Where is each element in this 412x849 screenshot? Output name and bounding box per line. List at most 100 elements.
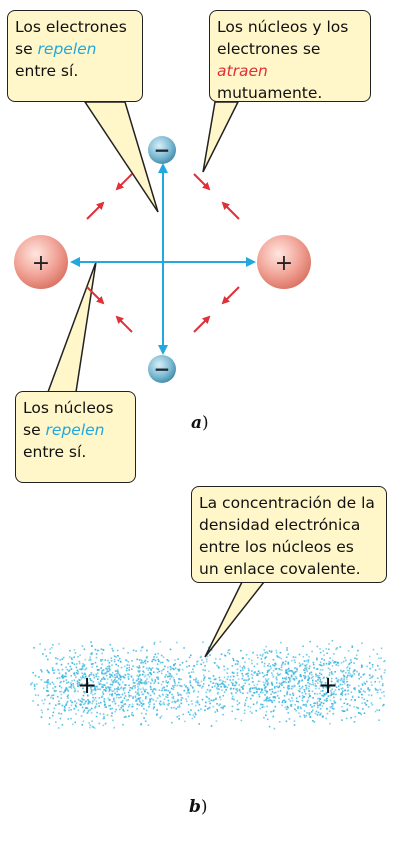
cloud-dot <box>319 704 321 707</box>
cloud-dot <box>138 681 140 683</box>
cloud-dot <box>70 709 72 711</box>
cloud-dot <box>192 687 194 689</box>
cloud-dot <box>178 718 180 720</box>
cloud-dot <box>232 682 234 685</box>
cloud-dot <box>265 710 268 713</box>
cloud-dot <box>202 685 204 688</box>
cloud-dot <box>383 671 386 674</box>
cloud-dot <box>88 684 90 686</box>
cloud-dot <box>232 657 234 660</box>
cloud-dot <box>88 685 90 687</box>
cloud-dot <box>331 659 334 662</box>
cloud-dot <box>59 681 62 684</box>
cloud-dot <box>173 679 175 681</box>
cloud-dot <box>138 700 141 702</box>
cloud-dot <box>352 671 355 673</box>
cloud-dot <box>139 701 142 704</box>
cloud-dot <box>360 666 363 669</box>
cloud-dot <box>193 678 195 681</box>
cloud-dot <box>127 699 130 701</box>
cloud-dot <box>100 660 102 662</box>
cloud-dot <box>379 697 382 700</box>
cloud-dot <box>130 695 132 697</box>
cloud-dot <box>253 687 256 689</box>
cloud-dot <box>298 685 301 688</box>
cloud-dot <box>115 696 118 699</box>
cloud-dot <box>168 702 170 705</box>
cloud-dot <box>233 698 235 701</box>
cloud-dot <box>312 676 314 678</box>
cloud-dot <box>378 709 381 712</box>
cloud-dot <box>79 703 81 706</box>
cloud-dot <box>144 662 147 665</box>
cloud-dot <box>92 726 95 728</box>
cloud-dot <box>73 679 76 682</box>
cloud-dot <box>249 710 252 713</box>
cloud-dot <box>223 665 225 668</box>
cloud-dot <box>276 682 278 684</box>
cloud-dot <box>224 685 227 688</box>
cloud-dot <box>208 690 211 693</box>
cloud-dot <box>305 660 308 662</box>
cloud-dot <box>158 702 161 705</box>
cloud-dot <box>326 707 328 710</box>
cloud-dot <box>267 664 269 667</box>
cloud-dot <box>290 687 293 690</box>
cloud-dot <box>132 679 134 682</box>
cloud-dot <box>247 679 250 681</box>
cloud-dot <box>223 684 225 686</box>
cloud-dot <box>103 715 105 718</box>
cloud-dot <box>358 685 360 687</box>
cloud-dot <box>123 665 126 668</box>
cloud-dot <box>287 706 289 709</box>
cloud-dot <box>171 696 173 699</box>
cloud-dot <box>330 672 333 675</box>
cloud-dot <box>89 701 92 704</box>
cloud-dot <box>278 674 280 676</box>
cloud-dot <box>304 665 307 667</box>
cloud-dot <box>103 689 105 691</box>
cloud-dot <box>60 713 63 715</box>
cloud-dot <box>252 651 254 654</box>
cloud-dot <box>205 691 208 694</box>
cloud-dot <box>106 682 108 684</box>
cloud-dot <box>123 692 126 694</box>
cloud-dot <box>76 682 79 685</box>
cloud-dot <box>354 657 356 659</box>
cloud-dot <box>126 709 129 712</box>
cloud-dot <box>179 693 181 696</box>
cloud-dot <box>182 713 185 716</box>
cloud-dot <box>61 658 64 660</box>
cloud-dot <box>325 693 327 695</box>
cloud-dot <box>148 705 150 708</box>
cloud-dot <box>90 659 92 662</box>
cloud-dot <box>196 700 199 702</box>
cloud-dot <box>329 661 332 664</box>
cloud-dot <box>231 710 233 713</box>
cloud-dot <box>137 698 139 700</box>
cloud-dot <box>209 677 211 680</box>
cloud-dot <box>370 702 373 704</box>
cloud-dot <box>261 672 264 674</box>
cloud-dot <box>48 723 51 725</box>
cloud-dot <box>89 658 91 660</box>
cloud-dot <box>288 676 290 679</box>
cloud-dot <box>284 660 287 663</box>
cloud-dot <box>198 703 201 706</box>
cloud-dot <box>284 677 286 680</box>
cloud-dot <box>303 714 305 717</box>
cloud-dot <box>162 701 165 704</box>
cloud-dot <box>381 691 383 694</box>
cloud-dot <box>145 713 147 715</box>
cloud-dot <box>224 654 226 656</box>
cloud-dot <box>298 712 300 714</box>
cloud-dot <box>90 692 92 695</box>
cloud-dot <box>64 688 67 691</box>
cloud-dot <box>156 676 158 679</box>
cloud-dot <box>326 712 329 715</box>
cloud-dot <box>325 648 328 650</box>
cloud-dot <box>201 659 203 661</box>
cloud-dot <box>131 668 133 670</box>
cloud-dot <box>222 706 224 709</box>
cloud-dot <box>67 690 69 692</box>
